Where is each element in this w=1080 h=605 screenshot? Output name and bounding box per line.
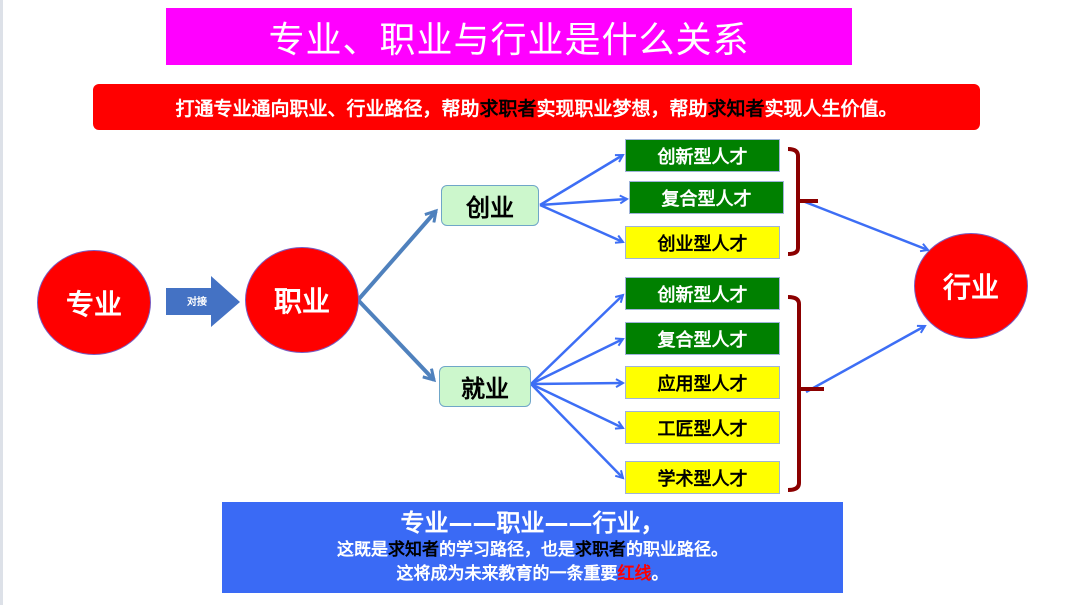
emp-talent-applied: 应用型人才 — [625, 366, 780, 399]
subtitle-banner: 打通专业通向职业、行业路径，帮助求职者实现职业梦想，帮助求知者实现人生价值。 — [93, 84, 980, 130]
banner-text-1: 打通专业通向职业、行业路径，帮助 — [175, 97, 480, 120]
ent-talent-entrepreneurial: 创业型人才 — [625, 226, 780, 259]
arrow-ent-talent-2 — [539, 199, 627, 207]
node-occupation: 职业 — [245, 247, 359, 353]
emp-talent-academic: 学术型人才 — [625, 461, 780, 494]
node-entrepreneurship: 创业 — [441, 185, 539, 226]
banner-emphasis-knowledge-seeker: 求知者 — [707, 97, 765, 120]
summary-emphasis-red-line: 红线 — [617, 564, 652, 584]
summary-text: 这既是 — [337, 540, 388, 560]
summary-line-1: 专业——职业——行业， — [400, 509, 665, 537]
arrow-emp-talent-3 — [530, 383, 623, 384]
bracket-entrepreneurship — [787, 147, 818, 256]
connect-arrow-shape — [166, 276, 240, 327]
arrow-occupation-to-employment — [356, 298, 434, 380]
arrow-occupation-to-entrepreneurship — [356, 211, 436, 302]
summary-text: 这将成为未来教育的一条重要 — [396, 564, 618, 584]
arrow-emp-talent-1 — [530, 295, 623, 385]
summary-line-2: 这既是求知者的学习路径，也是求职者的职业路径。 — [222, 538, 843, 562]
banner-text-2: 实现职业梦想，帮助 — [536, 97, 708, 120]
summary-line-3: 这将成为未来教育的一条重要红线。 — [222, 562, 843, 586]
arrow-ent-to-industry — [799, 198, 928, 250]
summary-emphasis-knowledge-seeker: 求知者 — [388, 540, 439, 560]
connect-label: 对接 — [187, 297, 207, 308]
arrow-emp-to-industry — [805, 326, 925, 394]
bracket-employment — [787, 295, 824, 492]
arrow-emp-talent-4 — [530, 382, 623, 428]
ent-talent-innovative: 创新型人才 — [625, 139, 780, 172]
summary-text: 。 — [651, 564, 669, 584]
emp-talent-innovative: 创新型人才 — [625, 277, 780, 310]
summary-box: 专业——职业——行业， 这既是求知者的学习路径，也是求职者的职业路径。 这将成为… — [222, 502, 843, 593]
page-title: 专业、职业与行业是什么关系 — [166, 8, 852, 65]
page-edge — [0, 0, 3, 605]
node-employment: 就业 — [439, 366, 531, 407]
banner-text-3: 实现人生价值。 — [764, 97, 898, 120]
node-major: 专业 — [37, 250, 151, 355]
arrow-emp-talent-5 — [530, 383, 623, 478]
banner-emphasis-job-seeker: 求职者 — [479, 97, 537, 120]
arrow-emp-talent-2 — [530, 339, 623, 386]
summary-text: 的学习路径，也是 — [439, 540, 575, 560]
arrow-ent-talent-3 — [539, 203, 623, 242]
emp-talent-craftsman: 工匠型人才 — [625, 411, 780, 444]
summary-emphasis-job-seeker: 求职者 — [575, 540, 626, 560]
summary-text: 的职业路径。 — [626, 540, 728, 560]
ent-talent-compound: 复合型人才 — [629, 181, 784, 214]
emp-talent-compound: 复合型人才 — [625, 322, 780, 355]
arrow-ent-talent-1 — [539, 153, 623, 207]
node-industry: 行业 — [914, 233, 1028, 339]
